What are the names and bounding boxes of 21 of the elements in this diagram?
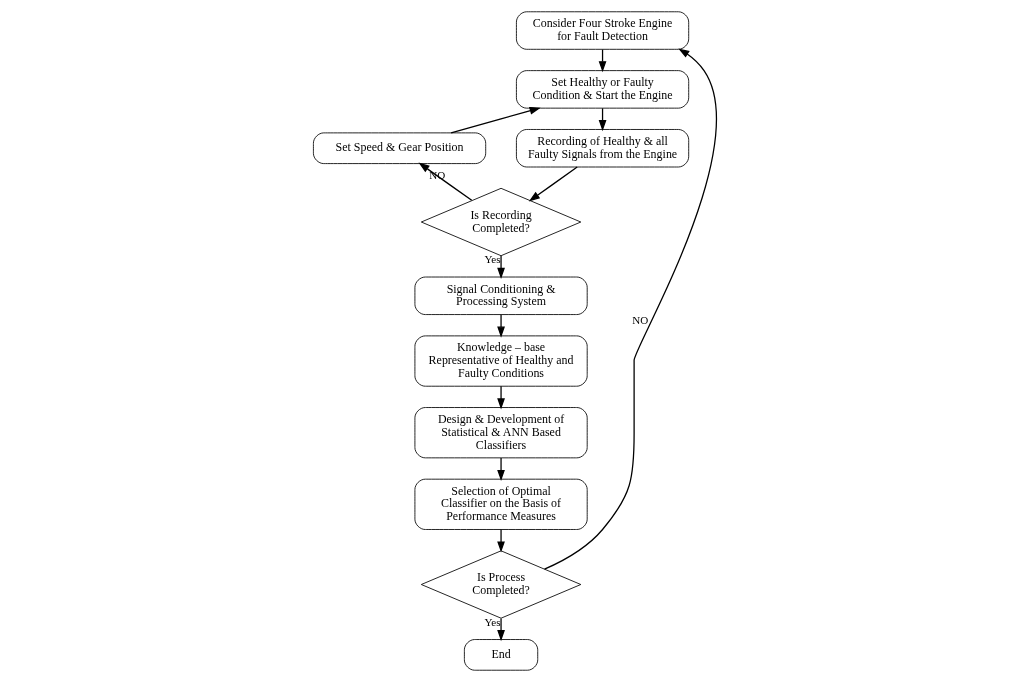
arrow: [496, 385, 505, 410]
arrow: [418, 162, 472, 201]
edge-label: NO: [631, 313, 648, 326]
node-box: Consider Four Stroke Engine for Fault Detection: [515, 11, 689, 50]
arrow: [528, 166, 578, 202]
arrow: [450, 106, 541, 134]
node-box: End: [463, 639, 538, 671]
node-box: Set Healthy or Faulty Condition & Start the Engine: [515, 70, 689, 109]
arrow: [496, 457, 505, 482]
arrow: [496, 314, 505, 338]
node-box: Recording of Healthy & all Faulty Signals from the Engine: [515, 129, 689, 168]
node-box: Set Speed & Gear Position: [312, 132, 486, 164]
node-diamond: Is Recording Completed?: [420, 187, 581, 257]
node-box: Selection of Optimal Classifier on the Basis of Performance Measures: [414, 478, 588, 530]
node-box: Design & Development of Statistical & ANN Based Classifiers: [414, 407, 588, 459]
arrow: [496, 528, 505, 553]
node-box: Signal Conditioning & Processing System: [414, 276, 588, 315]
node-diamond: Is Process Completed?: [420, 550, 581, 619]
node-box: Knowledge – base Representative of Healthy and Faulty Conditions: [414, 335, 588, 387]
arrow: [496, 617, 505, 642]
arrow: [496, 255, 505, 279]
